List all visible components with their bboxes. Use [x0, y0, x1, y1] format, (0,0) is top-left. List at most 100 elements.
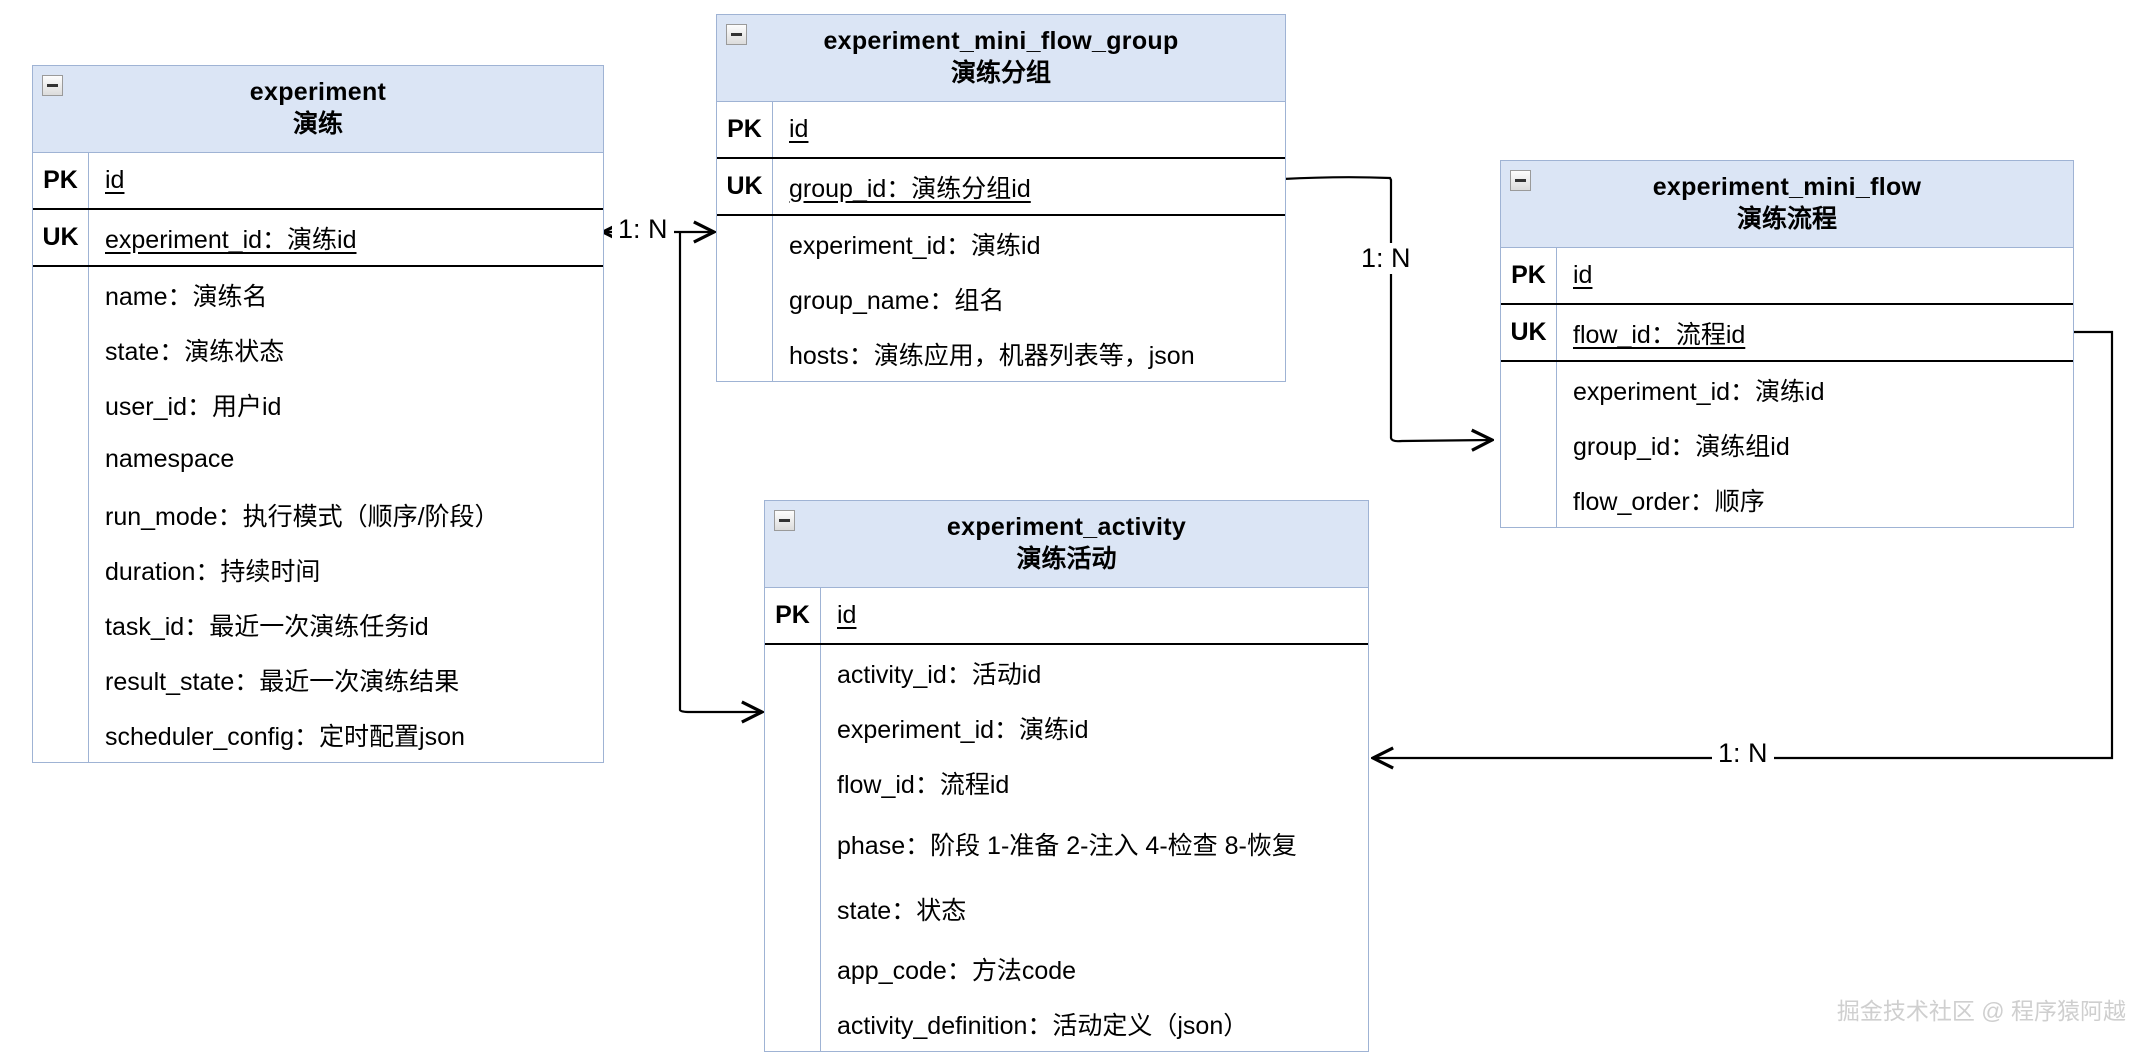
- entity-title: experiment_mini_flow: [1652, 173, 1922, 201]
- minus-icon[interactable]: [774, 510, 795, 531]
- field-name: experiment_id：演练id: [105, 225, 357, 254]
- table-row: . task_id：最近一次演练任务id: [33, 597, 603, 652]
- key-tag: .: [33, 542, 89, 597]
- key-tag: .: [33, 267, 89, 322]
- table-row: . namespace: [33, 432, 603, 487]
- entity-title: experiment_activity: [946, 513, 1187, 541]
- key-tag: PK: [717, 102, 773, 157]
- minus-icon[interactable]: [726, 24, 747, 45]
- field-name: id: [105, 166, 125, 194]
- key-tag: .: [765, 810, 821, 877]
- key-tag: .: [33, 652, 89, 707]
- key-tag: UK: [1501, 305, 1557, 360]
- key-tag: UK: [717, 159, 773, 214]
- table-row: UK experiment_id：演练id: [33, 210, 603, 267]
- field-name: run_mode：执行模式（顺序/阶段）: [105, 502, 500, 531]
- key-tag: .: [33, 377, 89, 432]
- entity-header-experiment: experiment 演练: [33, 66, 603, 153]
- key-tag: .: [1501, 472, 1557, 527]
- key-tag: .: [717, 271, 773, 326]
- entity-experiment-mini-flow-group[interactable]: experiment_mini_flow_group 演练分组 PK id UK…: [716, 14, 1286, 382]
- table-row: . group_id：演练组id: [1501, 417, 2073, 472]
- table-row: . experiment_id：演练id: [765, 700, 1368, 755]
- field-name: group_name：组名: [789, 286, 1005, 315]
- table-row: . state：状态: [765, 877, 1368, 941]
- entity-subtitle: 演练活动: [1016, 545, 1117, 573]
- key-tag: .: [33, 322, 89, 377]
- table-row: . app_code：方法code: [765, 941, 1368, 996]
- entity-title: experiment: [249, 78, 387, 106]
- table-row: . duration：持续时间: [33, 542, 603, 597]
- table-row: PK id: [33, 153, 603, 210]
- key-tag: PK: [765, 588, 821, 643]
- cardinality-label-miniflow-activity: 1: N: [1712, 738, 1774, 769]
- cardinality-label-experiment-group: 1: N: [612, 214, 674, 245]
- field-name: experiment_id：演练id: [789, 231, 1041, 260]
- field-name: user_id：用户id: [105, 392, 282, 421]
- entity-rows: PK id . activity_id：活动id . experiment_id…: [765, 588, 1368, 1051]
- key-tag: PK: [33, 153, 89, 208]
- field-name: experiment_id：演练id: [1573, 377, 1825, 406]
- field-name: id: [789, 115, 809, 143]
- key-tag: .: [33, 597, 89, 652]
- field-name: activity_id：活动id: [837, 660, 1042, 689]
- link-group-miniflow: [1282, 176, 1490, 441]
- table-row: PK id: [717, 102, 1285, 159]
- entity-experiment-activity[interactable]: experiment_activity 演练活动 PK id . activit…: [764, 500, 1369, 1052]
- table-row: . group_name：组名: [717, 271, 1285, 326]
- key-tag: .: [717, 216, 773, 271]
- key-tag: .: [765, 996, 821, 1051]
- entity-header-experiment-activity: experiment_activity 演练活动: [765, 501, 1368, 588]
- table-row: . state：演练状态: [33, 322, 603, 377]
- key-tag: .: [1501, 362, 1557, 417]
- minus-icon[interactable]: [42, 75, 63, 96]
- table-row: . experiment_id：演练id: [717, 216, 1285, 271]
- entity-rows: PK id UK experiment_id：演练id . name：演练名 .…: [33, 153, 603, 762]
- field-name: flow_order：顺序: [1573, 487, 1765, 516]
- key-tag: PK: [1501, 248, 1557, 303]
- key-tag: .: [717, 326, 773, 381]
- field-name: namespace: [105, 445, 235, 473]
- field-name: group_id：演练组id: [1573, 432, 1790, 461]
- key-tag: .: [765, 645, 821, 700]
- table-row: UK group_id：演练分组id: [717, 159, 1285, 216]
- field-name: phase：阶段 1-准备 2-注入 4-检查 8-恢复: [837, 831, 1297, 860]
- table-row: . user_id：用户id: [33, 377, 603, 432]
- field-name: id: [1573, 261, 1593, 289]
- table-row: . experiment_id：演练id: [1501, 362, 2073, 417]
- minus-icon[interactable]: [1510, 170, 1531, 191]
- key-tag: .: [33, 432, 89, 487]
- table-row: . run_mode：执行模式（顺序/阶段）: [33, 487, 603, 542]
- key-tag: .: [765, 700, 821, 755]
- entity-subtitle: 演练分组: [950, 59, 1051, 87]
- key-tag: .: [1501, 417, 1557, 472]
- table-row: . activity_id：活动id: [765, 645, 1368, 700]
- field-name: result_state：最近一次演练结果: [105, 667, 460, 696]
- entity-experiment[interactable]: experiment 演练 PK id UK experiment_id：演练i…: [32, 65, 604, 763]
- table-row: PK id: [765, 588, 1368, 645]
- table-row: . phase：阶段 1-准备 2-注入 4-检查 8-恢复: [765, 810, 1368, 877]
- table-row: . activity_definition：活动定义（json）: [765, 996, 1368, 1051]
- table-row: . result_state：最近一次演练结果: [33, 652, 603, 707]
- cardinality-label-group-miniflow: 1: N: [1355, 243, 1417, 274]
- field-name: hosts：演练应用，机器列表等，json: [789, 341, 1195, 370]
- field-name: name：演练名: [105, 282, 268, 311]
- field-name: flow_id：流程id: [837, 770, 1010, 799]
- field-name: id: [837, 601, 857, 629]
- entity-experiment-mini-flow[interactable]: experiment_mini_flow 演练流程 PK id UK flow_…: [1500, 160, 2074, 528]
- field-name: duration：持续时间: [105, 557, 321, 586]
- key-tag: .: [33, 487, 89, 542]
- table-row: . scheduler_config：定时配置json: [33, 707, 603, 762]
- entity-title: experiment_mini_flow_group: [823, 27, 1179, 55]
- table-row: . name：演练名: [33, 267, 603, 322]
- field-name: app_code：方法code: [837, 956, 1077, 985]
- entity-header-experiment-mini-flow-group: experiment_mini_flow_group 演练分组: [717, 15, 1285, 102]
- table-row: UK flow_id：流程id: [1501, 305, 2073, 362]
- field-name: state：状态: [837, 897, 967, 925]
- key-tag: .: [33, 707, 89, 762]
- table-row: . flow_id：流程id: [765, 755, 1368, 810]
- field-name: group_id：演练分组id: [789, 174, 1031, 203]
- key-tag: .: [765, 941, 821, 996]
- entity-subtitle: 演练: [292, 110, 343, 138]
